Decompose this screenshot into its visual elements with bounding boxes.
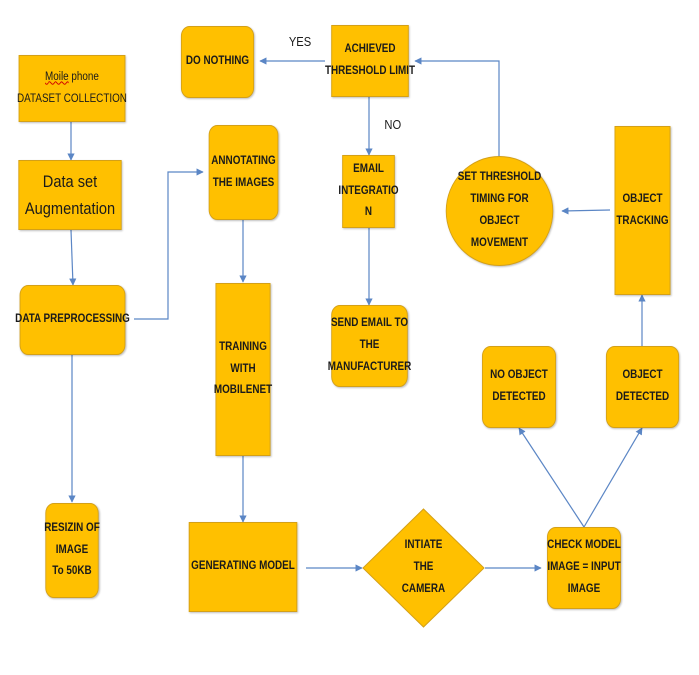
camera-label: INTIATE THE CAMERA [371, 508, 477, 628]
node-object-detected-line2: DETECTED [615, 391, 670, 403]
edge-label-no: NO [384, 117, 402, 132]
node-do-nothing-line1: DO NOTHING [185, 55, 250, 68]
node-generating-model: GENERATING MODEL [188, 522, 298, 612]
node-send-email-line3: MANUFACTURER [327, 360, 412, 373]
node-do-nothing: DO NOTHING [180, 26, 255, 98]
node-set-threshold-line3: OBJECT [479, 215, 520, 227]
node-preprocessing-line1: DATA PREPROCESSING [15, 313, 130, 326]
node-tracking-line2: TRACKING [616, 214, 669, 227]
edge-tracking-to-set-threshold [561, 207, 611, 215]
edge-preprocessing-to-annotating [134, 168, 204, 320]
node-augmentation-line1: Data set [42, 171, 98, 191]
node-tracking-line1: OBJECT [622, 192, 663, 205]
node-annotating-images: ANNOTATING THE IMAGES [208, 125, 279, 220]
node-mobile-dataset-line1: Moile phone [45, 67, 99, 89]
edge-check-model-to-no-object [518, 427, 585, 528]
node-set-threshold-line1: SET THRESHOLD [457, 171, 542, 184]
node-object-detected: OBJECT DETECTED [605, 346, 680, 428]
node-set-threshold-line2: TIMING FOR [470, 193, 529, 206]
node-check-model-line3: IMAGE [567, 582, 601, 595]
node-send-email-manufacturer: SEND EMAIL TO THE MANUFACTURER [328, 305, 411, 387]
node-training-line3: MOBILENET [213, 384, 273, 397]
node-achieved-line1: ACHIEVED [344, 43, 396, 56]
node-annotating-line2: THE IMAGES [212, 176, 275, 189]
node-augmentation-line2: Augmentation [24, 199, 116, 218]
node-mobile-dataset-line1-rest: phone [68, 70, 99, 83]
edge-check-model-to-object-detected [583, 427, 643, 528]
node-check-model-line2: IMAGE = INPUT [547, 561, 621, 574]
node-training-line2: WITH [230, 362, 256, 375]
node-data-augmentation: Data set Augmentation [18, 160, 122, 230]
node-initiate-camera: INTIATE THE CAMERA [362, 508, 485, 628]
node-generating-line1: GENERATING MODEL [191, 560, 295, 573]
edge-label-yes: YES [288, 34, 312, 49]
node-camera-line1: INTIATE [404, 539, 443, 552]
node-camera-line2: THE [413, 561, 434, 574]
node-training-line1: TRAINING [219, 340, 267, 353]
edge-augmentation-to-preprocessing [69, 229, 77, 286]
node-check-model-image: CHECK MODEL IMAGE = INPUT IMAGE [547, 527, 621, 609]
misspelled-word: Moile [45, 70, 69, 83]
node-object-tracking: OBJECT TRACKING [614, 126, 671, 295]
node-mobile-dataset-line2: DATASET COLLECTION [17, 92, 127, 105]
node-check-model-line1: CHECK MODEL [547, 539, 621, 552]
node-achieved-threshold-limit: ACHIEVED THRESHOLD LIMIT [325, 25, 415, 97]
node-object-detected-line1: OBJECT [622, 369, 663, 382]
node-no-object-detected: NO OBJECT DETECTED [482, 346, 556, 428]
node-email-line2: INTEGRATIO [338, 184, 399, 197]
node-set-threshold-line4: MOVEMENT [470, 236, 529, 249]
node-achieved-line2: THRESHOLD LIMIT [324, 65, 416, 77]
node-email-integration: EMAIL INTEGRATIO N [338, 155, 399, 228]
node-no-object-line2: DETECTED [492, 391, 546, 403]
node-no-object-line1: NO OBJECT [490, 369, 548, 382]
node-resizing-line3: To 50KB [52, 565, 92, 578]
node-camera-line3: CAMERA [401, 582, 446, 595]
node-mobile-dataset-collection: Moile phone DATASET COLLECTION [17, 55, 127, 122]
node-annotating-line1: ANNOTATING [211, 154, 276, 167]
node-send-email-line1: SEND EMAIL TO [330, 317, 409, 330]
node-resizing-line2: IMAGE [55, 543, 89, 556]
node-set-threshold-timing: SET THRESHOLD TIMING FOR OBJECT MOVEMENT [445, 156, 554, 266]
node-send-email-line2: THE [359, 339, 380, 352]
node-training-mobilenet: TRAINING WITH MOBILENET [213, 283, 273, 456]
edge-set-threshold-to-achieved [414, 57, 500, 156]
node-resizing-image: RESIZIN OF IMAGE To 50KB [44, 503, 100, 598]
node-email-line1: EMAIL [353, 162, 384, 175]
node-data-preprocessing: DATA PREPROCESSING [15, 285, 130, 355]
camera-diamond-shape [362, 508, 485, 628]
node-email-line3: N [364, 206, 373, 219]
node-resizing-line1: RESIZIN OF [44, 521, 100, 534]
